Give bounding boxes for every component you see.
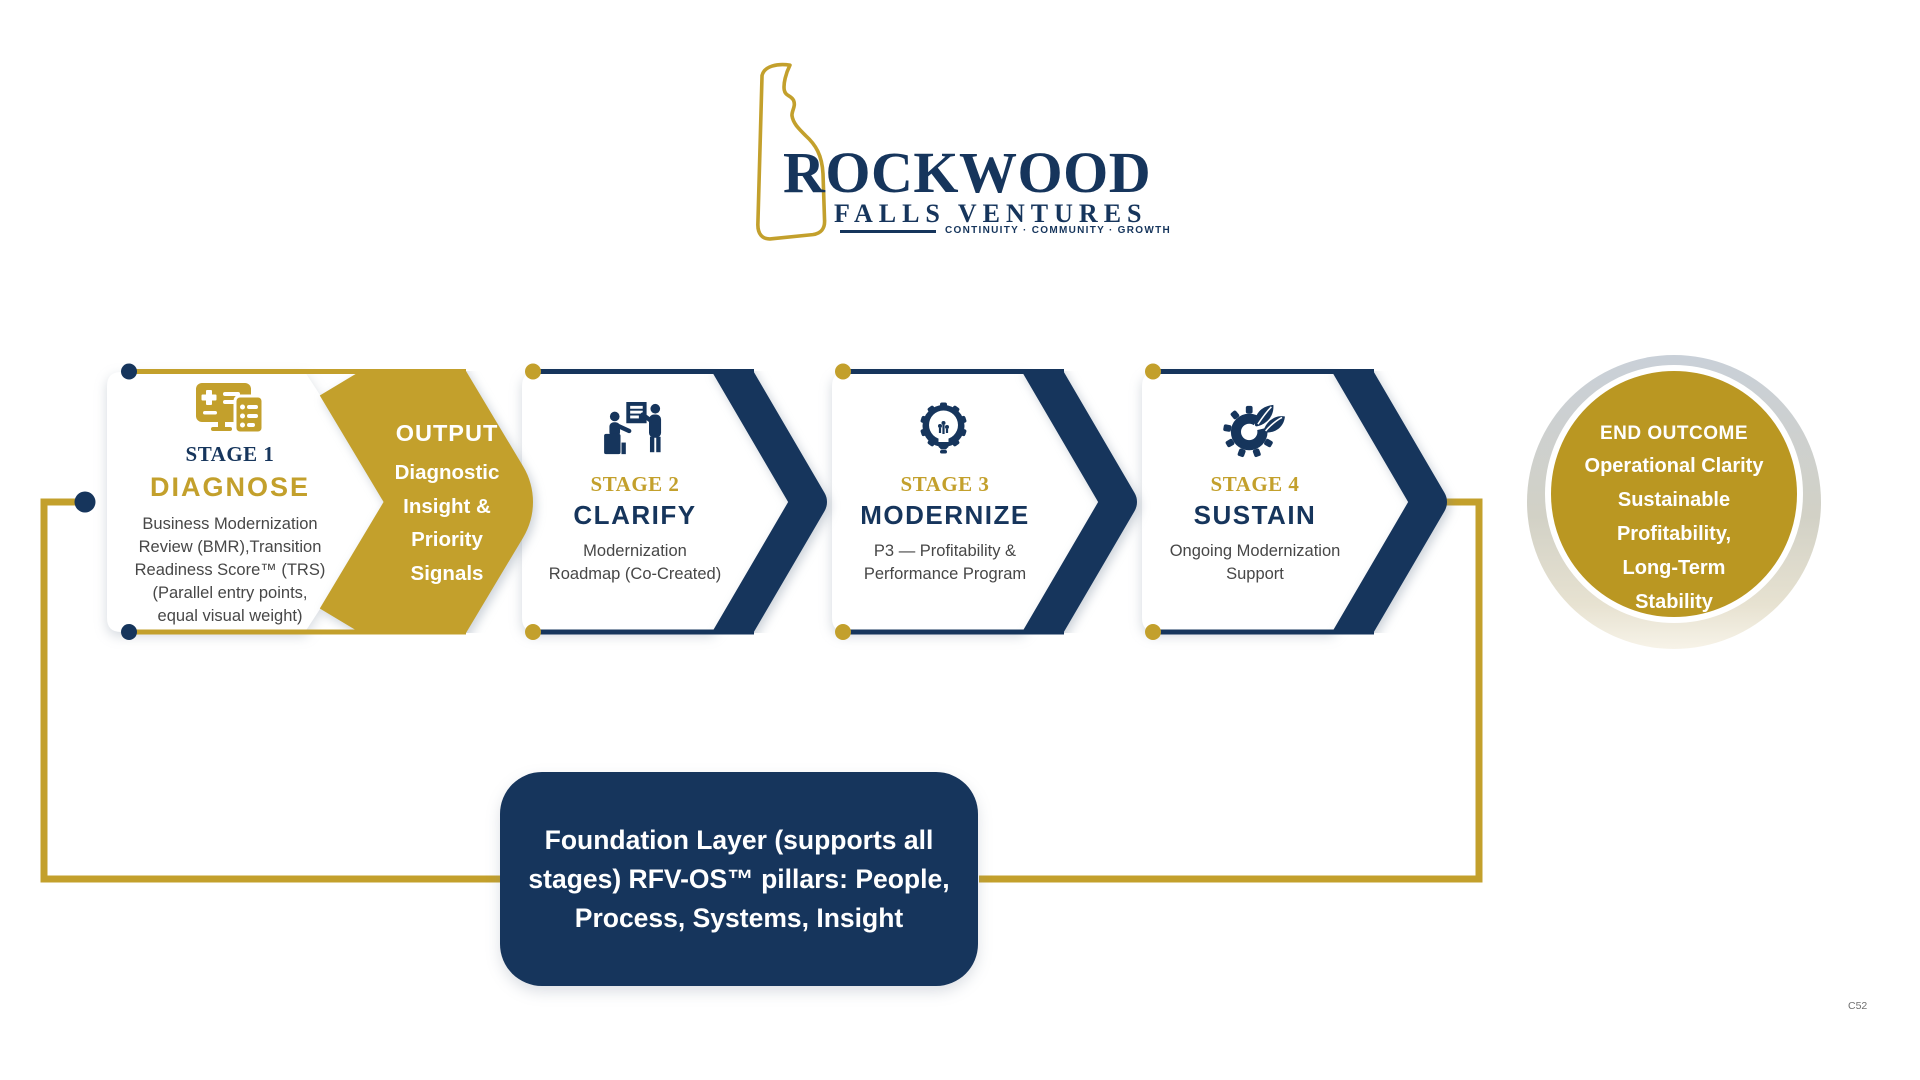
output-gold-chevron [319,371,533,633]
stage-1-block: STAGE 1 DIAGNOSE Business Modernization … [107,383,353,628]
output-callout: OUTPUT Diagnostic Insight & Priority Sig… [372,420,522,590]
connector-right-loop [979,498,1483,883]
stage-1-label: STAGE 1 [185,442,275,466]
stage-1-bottom-dot [121,624,137,640]
end-outcome-title: END OUTCOME [1600,423,1748,444]
stage-2-description: Modernization Roadmap (Co-Created) [548,542,722,583]
end-outcome-circle [1545,365,1803,623]
stage-1-name: DIAGNOSE [149,472,311,502]
tagline-rule [840,229,936,233]
stage-2-label: STAGE 2 [590,472,680,496]
slide-footnote: C52 [1848,1000,1868,1012]
delaware-state-outline-mark [756,62,827,241]
stage-1-card [107,372,390,632]
stage-4-name: SUSTAIN [1193,500,1317,530]
stage-3-arrow-chevron [1021,371,1137,633]
stage-guide-lines [129,369,1374,635]
foundation-layer-box: Foundation Layer (supports all stages) R… [500,772,978,986]
gear-lightbulb-icon [920,402,967,454]
brand-tagline-row: CONTINUITY · COMMUNITY · GROWTH [840,226,1171,236]
stage-2-card [522,372,800,632]
output-title: OUTPUT [395,420,499,446]
loop-start-dot [74,491,96,513]
timeline-dots [74,363,1161,640]
stage-4-description: Ongoing Modernization Support [1169,542,1341,583]
stage-1-top-dot [121,363,137,380]
brand-subname: FALLS VENTURES [834,199,1148,228]
output-description: Diagnostic Insight & Priority Signals [394,461,500,585]
stage-3-label: STAGE 3 [900,472,990,496]
stage-3-block: STAGE 3 MODERNIZE P3 — Profitability & P… [830,402,1060,586]
stage-1-description: Business Modernization Review (BMR),Tran… [134,515,326,625]
stage-4-card [1142,372,1420,632]
stage-4-block: STAGE 4 SUSTAIN Ongoing Modernization Su… [1140,402,1370,586]
stage-3-name: MODERNIZE [860,500,1030,530]
presentation-collaboration-icon [604,402,662,455]
stage-4-arrow-chevron [1331,371,1447,633]
medical-monitor-checklist-icon [196,383,265,435]
stage-3-description: P3 — Profitability & Performance Program [863,542,1027,583]
stage-4-bottom-dot [1145,624,1161,640]
end-outcome-text: END OUTCOME Operational Clarity Sustaina… [1558,419,1790,619]
stage-2-arrow-chevron [711,371,827,633]
stage-3-card [832,372,1110,632]
stage-4-label: STAGE 4 [1210,472,1300,496]
end-outcome-description: Operational Clarity Sustainable Profitab… [1584,455,1764,613]
brand-tagline: CONTINUITY · COMMUNITY · GROWTH [945,225,1172,236]
stage-3-top-dot [835,363,851,380]
stage-2-block: STAGE 2 CLARIFY Modernization Roadmap (C… [520,402,750,586]
gear-leaf-icon [1223,402,1287,458]
brand-name: ROCKWOOD [783,140,1152,205]
stage-2-top-dot [525,363,541,380]
connector-left-loop [40,498,502,883]
stage-2-name: CLARIFY [573,500,697,530]
foundation-layer-text: Foundation Layer (supports all stages) R… [528,824,950,933]
stage-4-top-dot [1145,363,1161,380]
stage-2-bottom-dot [525,624,541,640]
stage-3-bottom-dot [835,624,851,640]
